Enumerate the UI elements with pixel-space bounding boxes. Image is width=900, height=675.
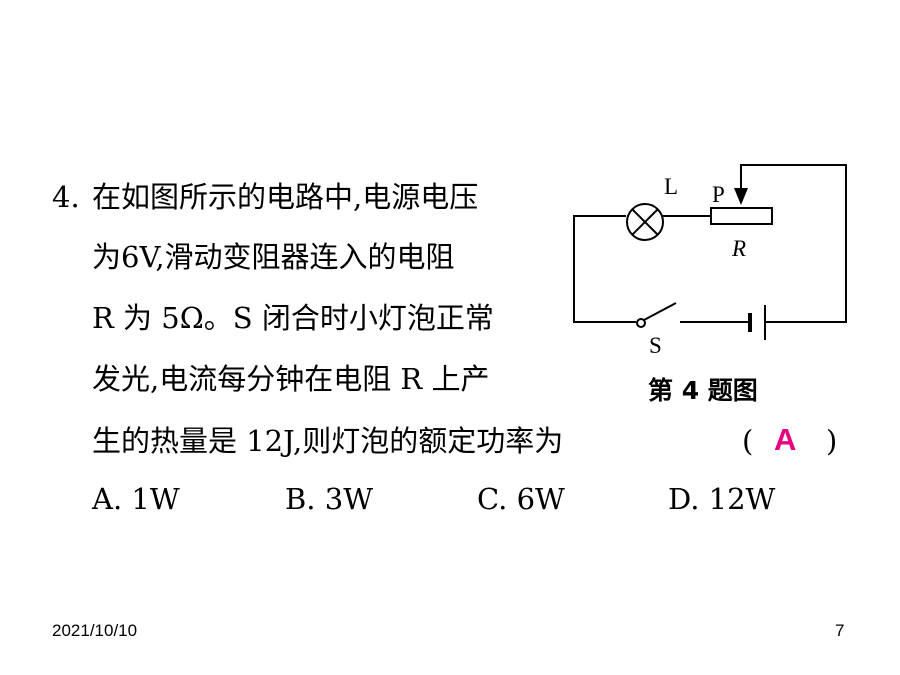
question-line-2: 为6V,滑动变阻器连入的电阻 xyxy=(92,240,455,274)
option-a: A. 1W xyxy=(92,482,180,516)
slider-label: P xyxy=(712,182,725,207)
question-number: 4. xyxy=(52,180,80,214)
lamp-label: L xyxy=(664,174,678,199)
wire-left xyxy=(573,215,636,323)
answer-paren-close: ) xyxy=(826,424,838,458)
question-line-5: 生的热量是 12J,则灯泡的额定功率为 xyxy=(92,424,564,458)
option-b: B. 3W xyxy=(285,482,374,516)
lamp-icon xyxy=(626,203,664,241)
slider-arrow-icon xyxy=(734,188,748,205)
resistor-label: R xyxy=(731,236,746,261)
option-c: C. 6W xyxy=(477,482,565,516)
switch-label: S xyxy=(649,333,662,358)
figure-caption: 第 4 题图 xyxy=(648,376,758,405)
question-line-3: R 为 5Ω。S 闭合时小灯泡正常 xyxy=(92,301,494,335)
answer-paren-open: ( xyxy=(742,424,754,458)
question-line-4: 发光,电流每分钟在电阻 R 上产 xyxy=(92,362,490,396)
option-d: D. 12W xyxy=(668,482,776,516)
footer-date: 2021/10/10 xyxy=(52,621,138,640)
resistor-icon xyxy=(710,207,773,225)
answer-choice: A xyxy=(774,422,797,457)
footer-page-number: 7 xyxy=(835,621,845,640)
switch-pivot-icon xyxy=(636,318,646,328)
question-line-1: 在如图所示的电路中,电源电压 xyxy=(92,180,479,214)
wire-slider xyxy=(740,164,847,323)
switch-blade-icon xyxy=(643,302,677,321)
